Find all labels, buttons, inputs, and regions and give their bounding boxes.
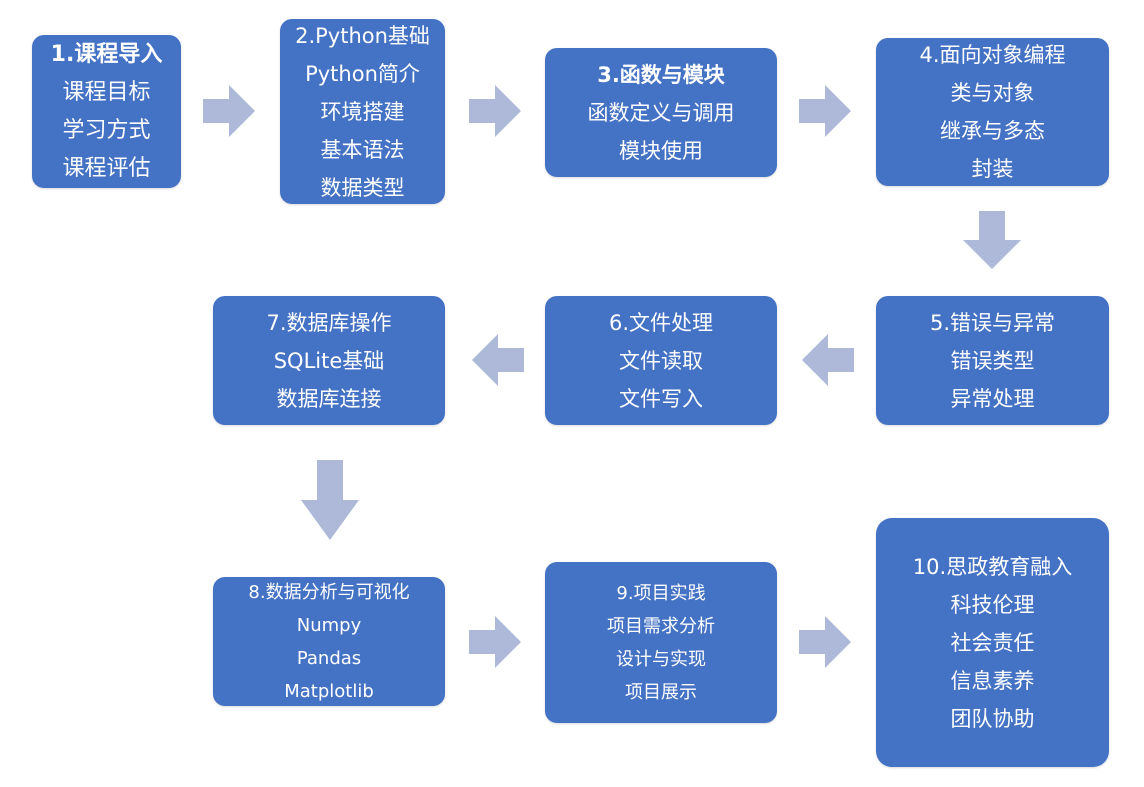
step-1-box: 1.课程导入 课程目标 学习方式 课程评估 [32, 35, 181, 188]
step-4-item: 继承与多态 [940, 119, 1045, 143]
step-3-item: 函数定义与调用 [587, 100, 735, 125]
step-9-item: 项目展示 [625, 681, 697, 703]
step-9-item: 设计与实现 [616, 648, 706, 670]
step-6-box: 6.文件处理 文件读取 文件写入 [545, 296, 777, 425]
step-4-item: 类与对象 [950, 81, 1035, 105]
step-3-box: 3.函数与模块 函数定义与调用 模块使用 [545, 48, 777, 177]
step-10-item: 社会责任 [950, 630, 1035, 655]
step-5-item: 错误类型 [950, 348, 1035, 373]
step-1-item: 学习方式 [62, 117, 151, 143]
step-2-title: 2.Python基础 [295, 23, 430, 48]
arrow-right-icon [203, 85, 255, 137]
step-2-item: 数据类型 [320, 175, 405, 200]
step-7-box: 7.数据库操作 SQLite基础 数据库连接 [213, 296, 445, 425]
step-6-item: 文件写入 [619, 386, 703, 411]
step-10-title: 10.思政教育融入 [912, 554, 1073, 579]
step-8-item: Matplotlib [284, 680, 374, 702]
arrow-down-icon [301, 460, 359, 540]
step-6-title: 6.文件处理 [608, 310, 714, 335]
step-1-item: 课程目标 [62, 79, 151, 105]
step-9-item: 项目需求分析 [607, 615, 715, 637]
step-7-title: 7.数据库操作 [266, 310, 392, 335]
arrow-right-icon [469, 85, 521, 137]
step-10-item: 科技伦理 [950, 592, 1035, 617]
step-10-item: 信息素养 [950, 668, 1035, 693]
step-10-box: 10.思政教育融入 科技伦理 社会责任 信息素养 团队协助 [876, 518, 1109, 767]
step-10-item: 团队协助 [950, 706, 1035, 731]
step-2-box: 2.Python基础 Python简介 环境搭建 基本语法 数据类型 [280, 19, 445, 204]
arrow-left-icon [802, 334, 854, 386]
step-3-item: 模块使用 [619, 138, 703, 163]
step-8-box: 8.数据分析与可视化 Numpy Pandas Matplotlib [213, 577, 445, 706]
step-3-title: 3.函数与模块 [597, 62, 725, 87]
step-4-item: 封装 [971, 157, 1014, 181]
step-8-item: Pandas [296, 647, 362, 669]
step-2-item: Python简介 [305, 61, 420, 86]
step-7-item: SQLite基础 [273, 348, 385, 373]
step-2-item: 基本语法 [320, 137, 405, 162]
step-5-item: 异常处理 [950, 386, 1035, 411]
step-1-item: 课程评估 [62, 155, 151, 181]
step-9-title: 9.项目实践 [616, 582, 706, 604]
step-6-item: 文件读取 [619, 348, 703, 373]
step-5-box: 5.错误与异常 错误类型 异常处理 [876, 296, 1109, 425]
arrow-right-icon [799, 85, 851, 137]
step-8-title: 8.数据分析与可视化 [248, 581, 410, 603]
step-9-box: 9.项目实践 项目需求分析 设计与实现 项目展示 [545, 562, 777, 723]
step-7-item: 数据库连接 [276, 386, 382, 411]
step-8-item: Numpy [296, 614, 362, 636]
step-5-title: 5.错误与异常 [929, 310, 1056, 335]
arrow-right-icon [799, 616, 851, 668]
step-1-title: 1.课程导入 [50, 41, 163, 67]
step-4-box: 4.面向对象编程 类与对象 继承与多态 封装 [876, 38, 1109, 186]
arrow-left-icon [472, 334, 524, 386]
arrow-down-icon [963, 211, 1021, 269]
arrow-right-icon [469, 616, 521, 668]
step-2-item: 环境搭建 [320, 99, 405, 124]
step-4-title: 4.面向对象编程 [919, 43, 1066, 67]
